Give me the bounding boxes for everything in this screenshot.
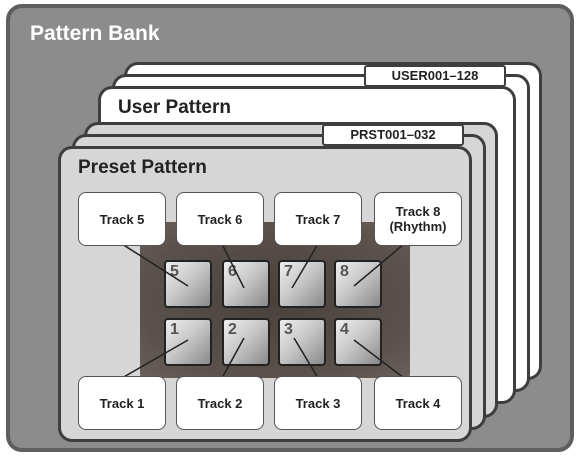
- pad-6[interactable]: 6: [222, 260, 270, 308]
- pad-number: 1: [170, 321, 179, 338]
- callout-track-8: Track 8 (Rhythm): [374, 192, 462, 246]
- pad-2[interactable]: 2: [222, 318, 270, 366]
- pattern-bank-title: Pattern Bank: [30, 22, 160, 45]
- pad-number: 8: [340, 263, 349, 280]
- callout-track-3: Track 3: [274, 376, 362, 430]
- pad-8[interactable]: 8: [334, 260, 382, 308]
- callout-track-4: Track 4: [374, 376, 462, 430]
- pad-1[interactable]: 1: [164, 318, 212, 366]
- leader-line-track-1: [121, 339, 189, 379]
- callout-track-5: Track 5: [78, 192, 166, 246]
- pad-4[interactable]: 4: [334, 318, 382, 366]
- pad-5[interactable]: 5: [164, 260, 212, 308]
- leader-line-track-7: [291, 243, 319, 289]
- pad-number: 4: [340, 321, 349, 338]
- callout-track-6: Track 6: [176, 192, 264, 246]
- user-pattern-title: User Pattern: [118, 97, 231, 118]
- leader-line-track-5: [121, 243, 189, 287]
- preset-pattern-range-tag: PRST001–032: [322, 124, 464, 146]
- user-pattern-range-tag: USER001–128: [364, 65, 506, 87]
- pad-number: 7: [284, 263, 293, 280]
- callout-track-2: Track 2: [176, 376, 264, 430]
- callout-track-1: Track 1: [78, 376, 166, 430]
- leader-line-track-8: [353, 243, 405, 287]
- callout-track-7: Track 7: [274, 192, 362, 246]
- leader-line-track-2: [221, 337, 245, 379]
- preset-pattern-title: Preset Pattern: [78, 157, 207, 178]
- pad-number: 2: [228, 321, 237, 338]
- pad-number: 6: [228, 263, 237, 280]
- leader-line-track-4: [353, 339, 405, 379]
- pad-number: 5: [170, 263, 179, 280]
- pad-7[interactable]: 7: [278, 260, 326, 308]
- leader-line-track-3: [293, 337, 319, 379]
- pad-3[interactable]: 3: [278, 318, 326, 366]
- leader-line-track-6: [221, 243, 245, 289]
- pad-number: 3: [284, 321, 293, 338]
